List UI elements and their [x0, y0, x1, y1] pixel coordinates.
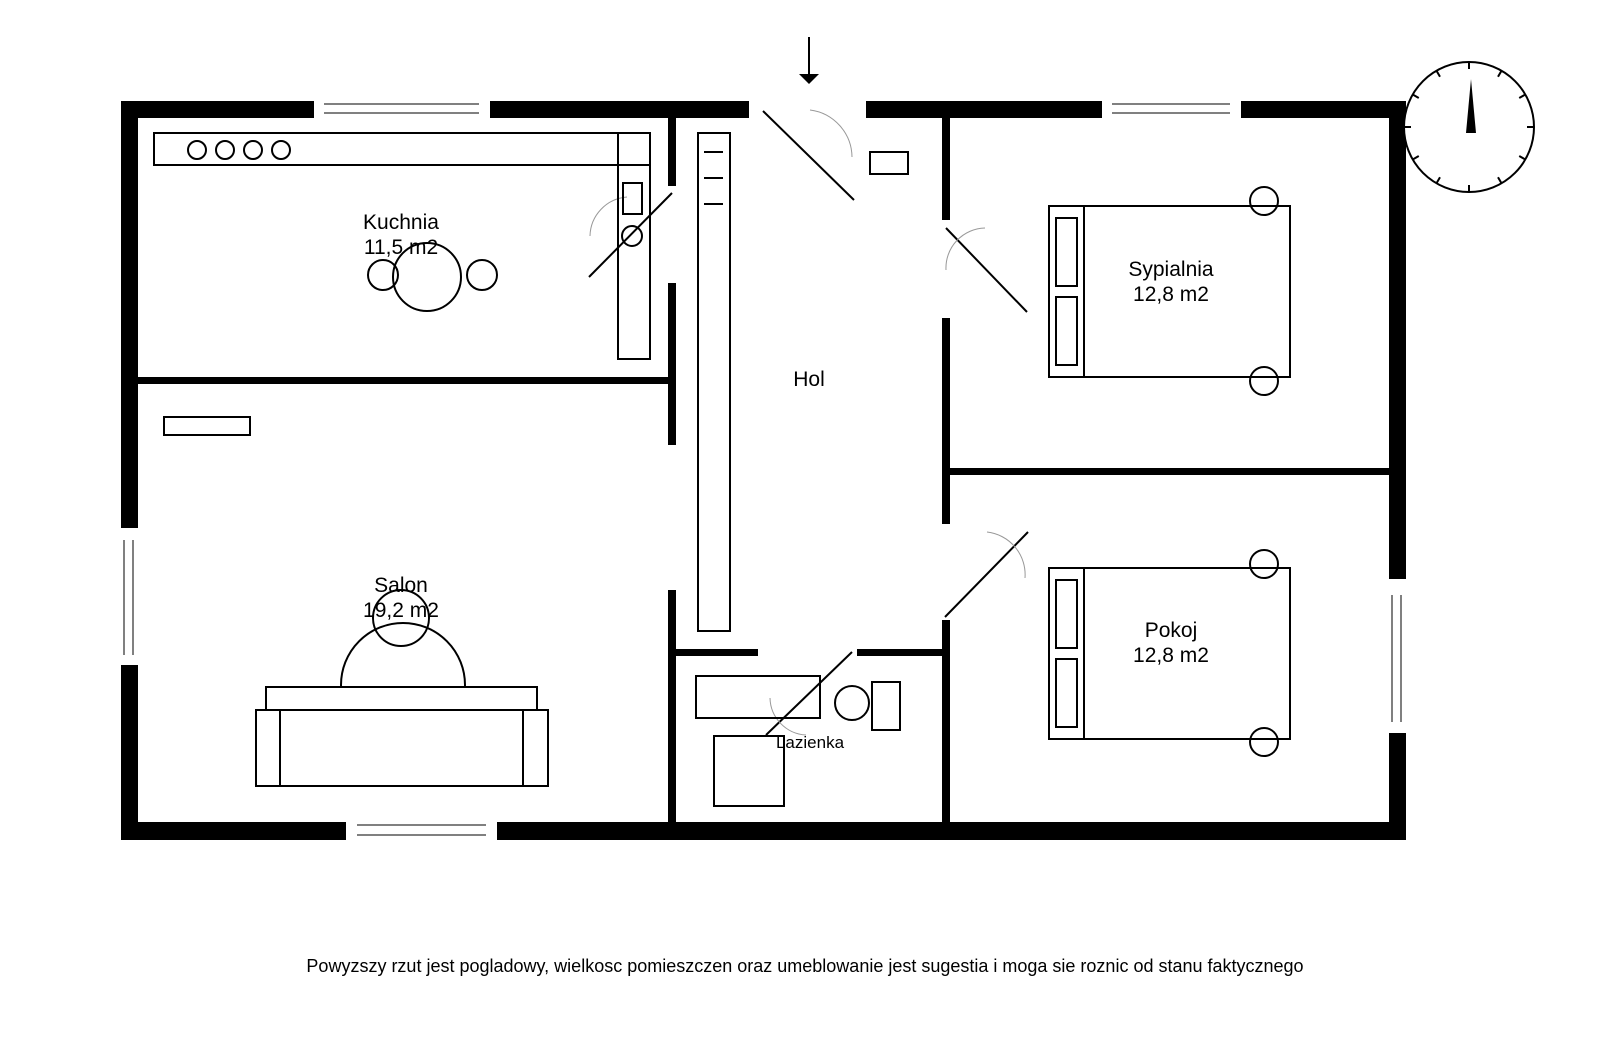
window-top-kitchen	[324, 103, 479, 114]
wall-right-lower	[1389, 733, 1406, 840]
room-area-pokoj: 12,8 m2	[1133, 644, 1209, 667]
door-kitchen	[588, 192, 673, 278]
room-area-kuchnia: 11,5 m2	[364, 236, 438, 259]
nightstand-lamp-icon	[1249, 186, 1279, 216]
outer-walls	[121, 101, 1406, 840]
door-lazienka	[765, 651, 853, 736]
room-name-sypialnia: Sypialnia	[1128, 258, 1214, 281]
sofa	[255, 686, 549, 787]
doors	[588, 109, 1029, 736]
chair-right	[466, 259, 498, 291]
room-name-kuchnia: Kuchnia	[363, 211, 439, 234]
shower	[713, 735, 785, 807]
room-area-sypialnia: 12,8 m2	[1133, 283, 1209, 306]
wall-salon-hall-lower	[668, 590, 676, 822]
room-name-salon: Salon	[374, 574, 428, 597]
wall-hall-right-top	[942, 118, 950, 220]
wall-hall-right-mid	[942, 318, 950, 524]
wall-bathroom-top-right	[857, 649, 942, 656]
bed-sypialnia	[1048, 186, 1291, 396]
wall-kitchen-salon	[138, 377, 672, 384]
wall-hall-right-low	[942, 620, 950, 822]
hall-wardrobe	[697, 132, 731, 632]
wall-bedroom-pokoj	[950, 468, 1389, 475]
room-name-hol: Hol	[793, 368, 825, 391]
entrance-arrow-icon	[799, 37, 819, 84]
nightstand-lamp-icon	[1249, 727, 1279, 757]
furniture	[153, 132, 1291, 807]
wall-top-left	[121, 101, 314, 118]
kitchen-sink-icon	[621, 225, 643, 247]
window-top-bedroom	[1112, 103, 1230, 114]
stove-burners-icon	[187, 140, 291, 160]
disclaimer-note: Powyzszy rzut jest pogladowy, wielkosc p…	[306, 956, 1303, 976]
room-name-lazienka: Lazienka	[776, 733, 845, 752]
washbasin-icon	[834, 685, 870, 721]
door-sypialnia	[945, 227, 1028, 313]
wall-top-right-b	[1241, 101, 1406, 118]
wall-left-lower	[121, 665, 138, 840]
tv-stand	[163, 416, 251, 436]
window-bottom-salon	[357, 824, 486, 836]
wall-bathroom-top-left	[676, 649, 758, 656]
door-entrance	[762, 109, 855, 201]
window-right-pokoj	[1391, 595, 1402, 722]
wall-kitchen-hall-top	[668, 118, 676, 186]
chair-left	[367, 259, 399, 291]
room-name-pokoj: Pokoj	[1145, 619, 1198, 642]
kitchen-table	[367, 242, 498, 312]
kitchen-counter	[153, 132, 651, 360]
wall-right-upper	[1389, 101, 1406, 579]
bed-pokoj	[1048, 549, 1291, 757]
wall-bottom-right	[497, 822, 1406, 840]
wall-top-mid	[490, 101, 749, 118]
nightstand-lamp-icon	[1249, 366, 1279, 396]
compass-icon	[1403, 61, 1535, 193]
interior-walls	[138, 118, 1389, 822]
bathtub	[695, 675, 821, 719]
door-pokoj	[944, 531, 1029, 618]
toilet	[871, 681, 901, 731]
wall-top-right-a	[866, 101, 1102, 118]
wall-kitchen-hall-mid	[668, 283, 676, 445]
window-left-salon	[123, 540, 134, 655]
windows	[123, 103, 1402, 836]
wall-bottom-left	[121, 822, 346, 840]
nightstand-lamp-icon	[1249, 549, 1279, 579]
wall-left-upper	[121, 101, 138, 528]
hall-cabinet	[869, 151, 909, 175]
room-area-salon: 19,2 m2	[363, 599, 439, 622]
